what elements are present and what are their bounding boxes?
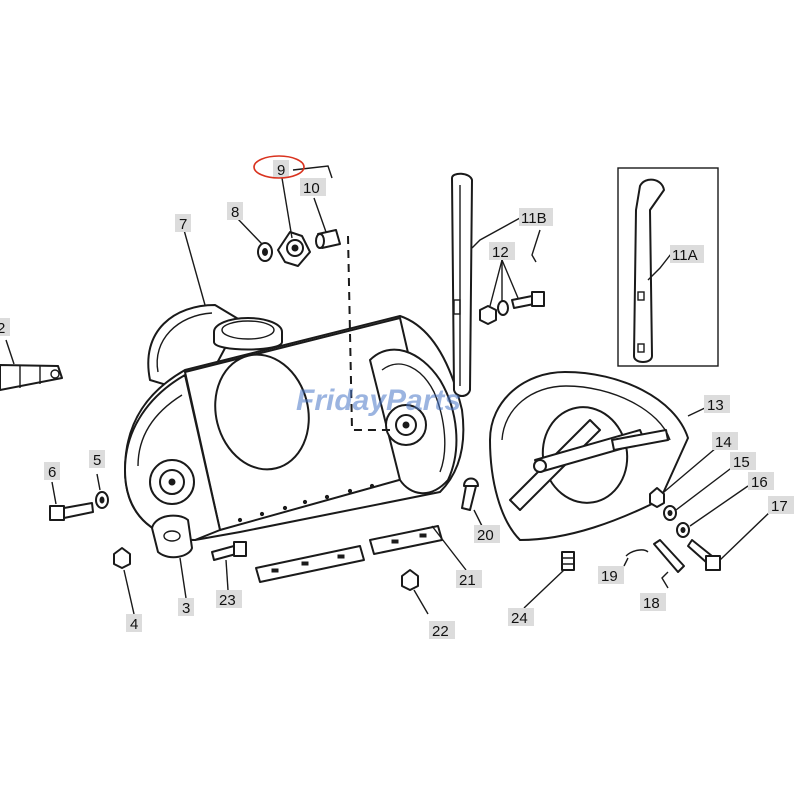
callout-8: 8 — [227, 202, 243, 221]
watermark: FridayParts — [296, 384, 461, 417]
callout-11b: 11B — [519, 208, 553, 227]
callout-10: 10 — [300, 178, 326, 197]
callout-2: 2 — [0, 318, 10, 337]
part-7-housing — [124, 304, 465, 541]
part-12-hardware — [479, 291, 545, 325]
part-10-bushing — [315, 229, 341, 249]
callout-6: 6 — [44, 462, 60, 481]
callout-17: 17 — [768, 496, 794, 515]
svg-text:10: 10 — [303, 180, 320, 197]
callout-4: 4 — [126, 614, 142, 633]
svg-text:20: 20 — [477, 527, 494, 544]
callout-9-highlight — [253, 155, 305, 179]
part-15-washer — [663, 505, 677, 521]
svg-text:5: 5 — [93, 452, 101, 469]
svg-text:7: 7 — [179, 216, 187, 233]
callout-5: 5 — [89, 450, 105, 469]
callout-22: 22 — [429, 621, 455, 640]
svg-text:15: 15 — [733, 454, 750, 471]
svg-text:13: 13 — [707, 397, 724, 414]
svg-text:3: 3 — [182, 600, 190, 617]
part-19-cotter-pin — [625, 549, 649, 557]
callout-24: 24 — [508, 608, 534, 627]
callout-labels: 2 7 8 9 10 11B 12 11A 13 14 15 16 17 19 … — [0, 155, 794, 640]
part-18-pin — [653, 539, 685, 573]
part-17-bolt — [687, 539, 721, 571]
svg-text:16: 16 — [751, 474, 768, 491]
part-21-scraper — [255, 525, 443, 583]
callout-9: 9 — [273, 160, 289, 179]
callout-12: 12 — [489, 242, 515, 261]
part-11b-skid — [451, 172, 473, 397]
part-8-washer — [257, 242, 273, 262]
part-5-washer — [95, 491, 109, 509]
callout-3: 3 — [178, 598, 194, 617]
part-20-bolt — [461, 477, 479, 511]
part-6-bolt — [49, 502, 94, 521]
callout-20: 20 — [474, 525, 500, 544]
leader-lines — [5, 165, 773, 615]
part-13-impeller — [489, 371, 689, 541]
callout-14: 14 — [712, 432, 738, 451]
svg-text:19: 19 — [601, 568, 618, 585]
svg-text:24: 24 — [511, 610, 528, 627]
svg-text:11A: 11A — [672, 247, 698, 264]
callout-18: 18 — [640, 593, 666, 612]
part-2-rod — [0, 364, 63, 391]
callout-13: 13 — [704, 395, 730, 414]
callout-23: 23 — [216, 590, 242, 609]
part-24-fitting — [561, 551, 575, 571]
part-3-bracket — [151, 514, 193, 559]
callout-16: 16 — [748, 472, 774, 491]
svg-text:9: 9 — [277, 162, 285, 179]
callout-15: 15 — [730, 452, 756, 471]
svg-text:2: 2 — [0, 320, 5, 337]
svg-text:6: 6 — [48, 464, 56, 481]
svg-text:23: 23 — [219, 592, 236, 609]
callout-7: 7 — [175, 214, 191, 233]
part-11a-skid-box — [617, 167, 719, 367]
svg-text:22: 22 — [432, 623, 449, 640]
part-14-nut — [649, 487, 665, 508]
part-22-nut — [401, 569, 419, 591]
callout-11a: 11A — [670, 245, 704, 264]
svg-text:11B: 11B — [521, 210, 547, 227]
svg-text:8: 8 — [231, 204, 239, 221]
svg-text:12: 12 — [492, 244, 509, 261]
svg-text:17: 17 — [771, 498, 788, 515]
callout-21: 21 — [456, 570, 482, 589]
part-23-bolt — [211, 541, 247, 561]
callout-19: 19 — [598, 566, 624, 585]
svg-text:4: 4 — [130, 616, 138, 633]
svg-text:21: 21 — [459, 572, 476, 589]
svg-text:18: 18 — [643, 595, 660, 612]
part-9-bearing — [277, 231, 311, 267]
svg-text:14: 14 — [715, 434, 732, 451]
part-4-nut — [113, 547, 131, 569]
part-16-washer — [676, 522, 690, 538]
